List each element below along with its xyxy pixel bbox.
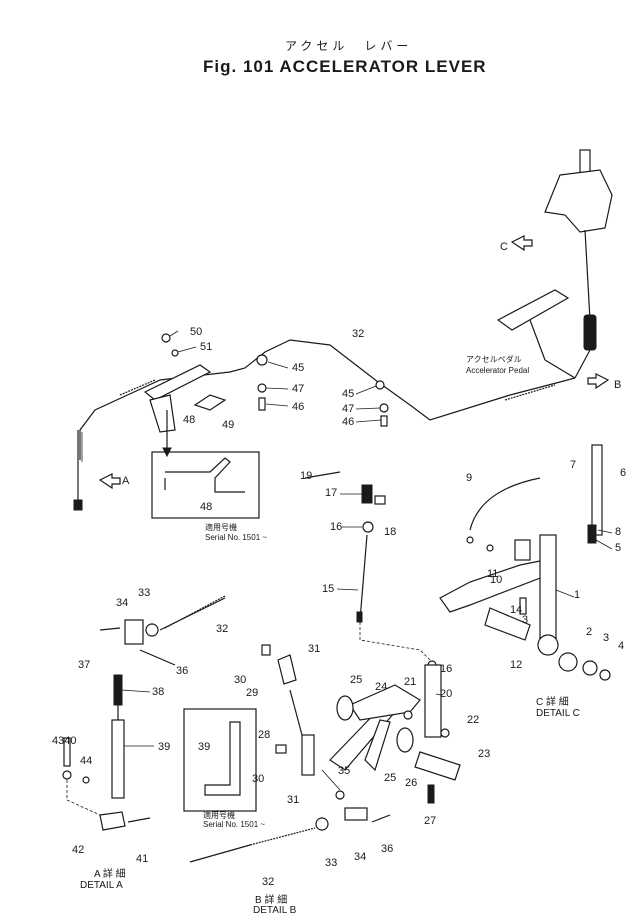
part-label: 25 [350,674,362,686]
part-label: 51 [200,341,212,353]
part-label: 47 [292,383,304,395]
part-label: 31 [287,794,299,806]
inset2-part-label: 39 [198,741,210,753]
accel-pedal-label-en: Accelerator Pedal [466,366,529,375]
serial-inset-1: 48 [151,410,260,519]
accelerator-pedal [496,289,576,379]
detail-a-assembly [62,595,226,831]
part-label: 49 [222,419,234,431]
detail-b-caption: DETAIL B [253,905,297,916]
detail-c-caption: DETAIL C [536,708,580,719]
part-label: 5 [615,542,621,554]
svg-text:A: A [122,475,130,487]
part-label: 31 [308,643,320,655]
part-label: 33 [138,587,150,599]
part-label: 4 [618,640,624,652]
part-label: 20 [440,688,452,700]
part-label: 27 [424,815,436,827]
part-label: 4340 [52,735,76,747]
part-label: 29 [246,687,258,699]
part-label: 28 [258,729,270,741]
part-label: 26 [405,777,417,789]
part-label: 25 [384,772,396,784]
part-label: 7 [570,459,576,471]
lever-bracket-48 [143,364,227,433]
part-label: 45 [292,362,304,374]
part-label: 11 [487,568,498,580]
part-label: 36 [381,843,393,855]
part-label: 48 [183,414,195,426]
inset2-serial-en: Serial No. 1501 ~ [203,820,265,829]
part-label: 17 [325,487,337,499]
part-label: 15 [322,583,334,595]
detail-a-caption-jp: A 詳 細 [94,867,126,880]
part-label: 32 [262,876,274,888]
center-rod-assembly [304,471,437,670]
part-label: 12 [510,659,522,671]
view-arrow-a: A [98,473,130,490]
part-label: 42 [72,844,84,856]
part-label: 39 [158,741,170,753]
bolts-45-46-47 [161,333,389,427]
detail-a-caption: DETAIL A [80,880,123,891]
detail-b-assembly [189,644,461,863]
svg-text:C: C [500,241,508,253]
part-label: 22 [467,714,479,726]
part-label: 32 [352,328,364,340]
leader-lines [121,330,613,791]
page-title: Fig. 101 ACCELERATOR LEVER [203,57,487,76]
part-label: 14 [510,604,522,616]
part-number-labels: 50 51 32 45 47 46 45 47 46 48 49 19 17 1… [52,326,626,888]
view-arrow-b: B [587,373,621,391]
part-label: 19 [300,470,312,482]
part-label: 8 [615,526,621,538]
part-label: 41 [136,853,148,865]
accelerator-rod [73,339,576,511]
part-label: 10 [490,574,502,586]
part-label: 47 [342,403,354,415]
part-label: 37 [78,659,90,671]
accel-pedal-label-jp: アクセルペダル [466,354,522,364]
part-label: 3 [603,632,609,644]
part-label: 6 [620,467,626,479]
part-label: 3 [522,614,528,626]
part-label: 16 [440,663,452,675]
part-label: 30 [234,674,246,686]
serial-inset-2: 39 [183,708,257,812]
inset1-serial-en: Serial No. 1501 ~ [205,533,267,542]
part-label: 21 [404,676,416,688]
part-label: 38 [152,686,164,698]
detail-b-caption-jp: B 詳 細 [255,893,287,906]
part-label: 34 [116,597,128,609]
part-label: 44 [80,755,92,767]
part-label: 33 [325,857,337,869]
part-label: 34 [354,851,366,863]
part-label: 2 [586,626,592,638]
view-arrow-c: C [500,235,533,253]
part-label: 46 [342,416,354,428]
title-kana: アクセル レバー [285,39,412,53]
part-label: 36 [176,665,188,677]
part-label: 1 [574,589,580,601]
part-label: 32 [216,623,228,635]
part-label: 18 [384,526,396,538]
inset1-serial-jp: 適用号機 [205,522,237,532]
part-label: 30 [252,773,264,785]
pedal-bracket-assembly [544,149,613,379]
part-label: 16 [330,521,342,533]
part-label: 45 [342,388,354,400]
detail-c-caption-jp: C 詳 細 [536,695,569,708]
part-label: 46 [292,401,304,413]
part-label: 35 [338,765,350,777]
svg-text:B: B [614,379,621,391]
part-label: 9 [466,472,472,484]
part-label: 50 [190,326,202,338]
part-label: 24 [375,681,387,693]
inset1-part-label: 48 [200,501,212,513]
part-label: 23 [478,748,490,760]
detail-c-assembly [439,444,611,681]
inset2-serial-jp: 適用号機 [203,810,235,820]
